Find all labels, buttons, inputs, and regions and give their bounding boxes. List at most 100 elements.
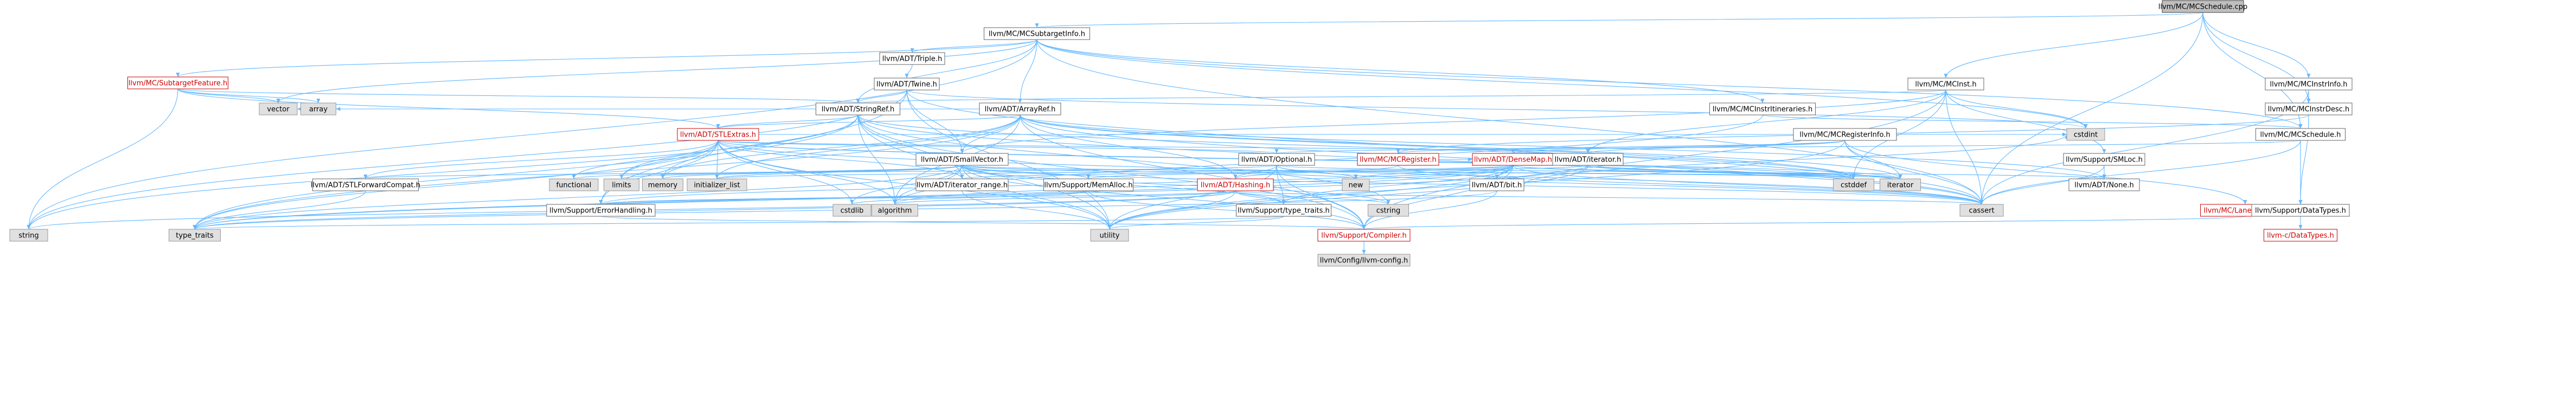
node-box bbox=[169, 229, 221, 242]
dependency-edge-stlextras-optional bbox=[717, 140, 1278, 154]
dependency-edge-arrayref-stlextras bbox=[716, 114, 1021, 129]
node-label: llvm/Support/Compiler.h bbox=[1321, 232, 1406, 240]
node-smallvector[interactable]: llvm/ADT/SmallVector.h bbox=[915, 153, 1009, 166]
dependency-edge-mcschedule-cassert bbox=[1979, 140, 2301, 205]
dependency-edge-smallvector-cstring bbox=[962, 165, 1390, 205]
node-label: cstddef bbox=[1841, 182, 1867, 190]
node-subtargetfeature[interactable]: llvm/MC/SubtargetFeature.h bbox=[127, 76, 228, 89]
node-label: initializer_list bbox=[694, 182, 740, 190]
node-label: llvm/ADT/None.h bbox=[2074, 182, 2133, 190]
node-typetraitsllvm[interactable]: llvm/Support/type_traits.h bbox=[1236, 204, 1331, 217]
dependency-edge-stlextras-stlforward bbox=[363, 140, 719, 179]
dependency-edge-root-mcinst bbox=[1944, 12, 2203, 79]
dependency-edge-hashing-cstring bbox=[1235, 190, 1390, 205]
dependency-edge-mcregisterinfo-lanebitmask bbox=[1844, 140, 2247, 205]
node-errorhandling[interactable]: llvm/Support/ErrorHandling.h bbox=[546, 204, 656, 217]
node-cstddef: cstddef bbox=[1833, 178, 1874, 191]
node-llvmconfig: llvm/Config/llvm-config.h bbox=[1317, 254, 1411, 267]
node-bitadt[interactable]: llvm/ADT/bit.h bbox=[1469, 178, 1524, 191]
dependency-edge-subtargetinfo-string bbox=[27, 39, 1037, 230]
node-stlextras[interactable]: llvm/ADT/STLExtras.h bbox=[677, 128, 759, 141]
node-iteratorh[interactable]: llvm/ADT/iterator.h bbox=[1552, 153, 1624, 166]
dependency-edge-mcinst-cassert bbox=[1945, 89, 1984, 205]
node-box bbox=[1236, 204, 1331, 217]
node-label: llvm/ADT/Optional.h bbox=[1241, 156, 1312, 164]
dependency-edge-mcregister-cassert bbox=[1398, 165, 1984, 205]
node-cstring: cstring bbox=[1368, 204, 1409, 217]
node-arrayref[interactable]: llvm/ADT/ArrayRef.h bbox=[979, 102, 1061, 115]
node-box bbox=[300, 102, 336, 115]
node-mcregister[interactable]: llvm/MC/MCRegister.h bbox=[1357, 153, 1439, 166]
node-datatypesred[interactable]: llvm-c/DataTypes.h bbox=[2264, 229, 2337, 242]
node-subtargetinfo[interactable]: llvm/MC/MCSubtargetInfo.h bbox=[984, 27, 1090, 40]
dependency-edge-densemap-typetraitsllvm bbox=[1281, 165, 1514, 205]
dependency-edge-typetraitsllvm-utility bbox=[1107, 216, 1284, 230]
dependency-edge-hashing-cassert bbox=[1235, 190, 1983, 205]
node-box bbox=[2162, 0, 2244, 13]
node-triple[interactable]: llvm/ADT/Triple.h bbox=[879, 52, 945, 65]
node-box bbox=[9, 229, 48, 242]
node-label: cassert bbox=[1969, 207, 1994, 215]
dependency-edge-subtargetinfo-vector bbox=[276, 39, 1037, 104]
node-iteratorrange[interactable]: llvm/ADT/iterator_range.h bbox=[915, 178, 1009, 191]
node-label: llvm/MC/MCInst.h bbox=[1915, 81, 1976, 89]
dependency-edge-bitadt-cstdint bbox=[1523, 134, 2069, 185]
node-mcinstrinfo[interactable]: llvm/MC/MCInstrInfo.h bbox=[2265, 78, 2353, 91]
dependency-edge-hashing-errorhandling bbox=[599, 190, 1236, 205]
node-mcinstritineraries[interactable]: llvm/MC/MCInstrItineraries.h bbox=[1709, 102, 1816, 115]
node-label: limits bbox=[612, 182, 631, 190]
node-label: llvm/ADT/iterator_range.h bbox=[917, 182, 1008, 190]
node-twine[interactable]: llvm/ADT/Twine.h bbox=[874, 78, 940, 91]
node-label: array bbox=[309, 106, 328, 114]
node-box bbox=[915, 178, 1009, 191]
node-root[interactable]: llvm/MC/MCSchedule.cpp bbox=[2158, 0, 2247, 13]
node-compiler[interactable]: llvm/Support/Compiler.h bbox=[1317, 229, 1411, 242]
node-box bbox=[984, 27, 1090, 40]
node-stringref[interactable]: llvm/ADT/StringRef.h bbox=[816, 102, 900, 115]
node-label: llvm/Support/type_traits.h bbox=[1238, 207, 1330, 215]
dependency-edge-stlextras-functional bbox=[572, 140, 719, 179]
node-label: llvm/MC/MCSubtargetInfo.h bbox=[989, 30, 1085, 38]
dependency-edge-densemap-new bbox=[1354, 165, 1514, 179]
node-mcinstrdesc[interactable]: llvm/MC/MCInstrDesc.h bbox=[2265, 102, 2353, 115]
node-label: vector bbox=[267, 106, 290, 114]
node-label: llvm/ADT/STLForwardCompat.h bbox=[311, 182, 420, 190]
dependency-edge-typetraitsllvm-typetraits bbox=[193, 216, 1284, 230]
node-densemap[interactable]: llvm/ADT/DenseMap.h bbox=[1472, 153, 1554, 166]
dependency-edge-iteratorh-iteratorsys bbox=[1587, 165, 1902, 179]
node-hashing[interactable]: llvm/ADT/Hashing.h bbox=[1197, 178, 1274, 191]
node-label: llvm/MC/MCSchedule.h bbox=[2260, 131, 2341, 139]
node-optional[interactable]: llvm/ADT/Optional.h bbox=[1238, 153, 1315, 166]
node-none[interactable]: llvm/ADT/None.h bbox=[2068, 178, 2140, 191]
node-box bbox=[642, 178, 683, 191]
node-box bbox=[2251, 204, 2350, 217]
node-new: new bbox=[1342, 178, 1370, 191]
node-mcschedule[interactable]: llvm/MC/MCSchedule.h bbox=[2255, 128, 2346, 141]
node-label: llvm/MC/MCRegister.h bbox=[1360, 156, 1437, 164]
node-box bbox=[2265, 102, 2353, 115]
dependency-edge-stlextras-typetraits bbox=[193, 140, 719, 230]
node-box bbox=[1090, 229, 1129, 242]
node-box bbox=[1552, 153, 1624, 166]
node-box bbox=[1368, 204, 1409, 217]
dependency-edge-smloc-cassert bbox=[1979, 165, 2105, 205]
dependency-edge-hashing-typetraits bbox=[193, 190, 1236, 230]
node-datatypes[interactable]: llvm/Support/DataTypes.h bbox=[2251, 204, 2350, 217]
node-box bbox=[1469, 178, 1524, 191]
node-memalloc[interactable]: llvm/Support/MemAlloc.h bbox=[1043, 178, 1133, 191]
dependency-edge-iteratorh-iteratorrange bbox=[960, 165, 1588, 179]
node-stlforward[interactable]: llvm/ADT/STLForwardCompat.h bbox=[311, 178, 420, 191]
dependency-edge-mcinst-cstdint bbox=[1945, 89, 2088, 129]
node-functional: functional bbox=[549, 178, 599, 191]
node-mcinst[interactable]: llvm/MC/MCInst.h bbox=[1907, 78, 1984, 91]
dependency-edge-twine-smallvector bbox=[906, 89, 964, 154]
node-box bbox=[2063, 153, 2145, 166]
dependency-edge-optional-compiler bbox=[1276, 165, 1366, 230]
node-memory: memory bbox=[642, 178, 683, 191]
dependency-edge-stringref-typetraits bbox=[193, 114, 858, 230]
node-label: iterator bbox=[1887, 182, 1914, 190]
node-smloc[interactable]: llvm/Support/SMLoc.h bbox=[2063, 153, 2145, 166]
node-box bbox=[546, 204, 656, 217]
node-mcregisterinfo[interactable]: llvm/MC/MCRegisterInfo.h bbox=[1793, 128, 1897, 141]
